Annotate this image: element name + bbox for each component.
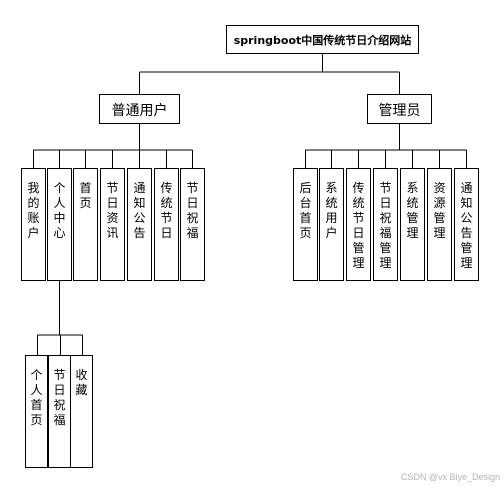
branch-user-box: [99, 94, 180, 124]
user-function-label: 节日资讯: [106, 181, 118, 240]
user-function-label: 传统节日: [160, 180, 172, 240]
user-function-node: 节日祝福: [180, 168, 205, 281]
branch-user: 普通用户: [99, 94, 180, 124]
admin-function-box: [454, 168, 479, 281]
branch-admin: 管理员: [367, 94, 432, 124]
admin-function-box: [427, 168, 452, 281]
root-node-box: [226, 25, 419, 54]
branch-user-label: 普通用户: [112, 102, 168, 119]
personal-center-function-node: 个人首页: [25, 355, 48, 468]
user-function-label: 我的账户: [27, 181, 39, 240]
admin-function-node: 后台首页: [293, 168, 318, 281]
user-function-node: 我的账户: [21, 168, 46, 281]
admin-function-node: 通知公告管理: [454, 168, 479, 281]
admin-function-box: [319, 168, 344, 281]
personal-center-function-label: 节日祝福: [53, 368, 65, 427]
admin-function-label: 节日祝福管理: [379, 181, 391, 270]
user-function-box: [154, 168, 179, 281]
user-function-box: [180, 168, 205, 281]
admin-function-node: 传统节日管理: [346, 168, 371, 281]
admin-function-label: 后台首页: [299, 181, 311, 240]
admin-function-label: 传统节日管理: [352, 180, 364, 270]
admin-function-node: 资源管理: [427, 168, 452, 281]
admin-function-node: 系统管理: [400, 168, 425, 281]
user-function-label: 节日祝福: [186, 181, 198, 240]
user-function-label: 个人中心: [53, 181, 65, 240]
personal-center-function-label: 收藏: [75, 368, 87, 397]
user-function-box: [73, 168, 98, 281]
admin-function-node: 系统用户: [319, 168, 344, 281]
user-function-node: 首页: [73, 168, 98, 281]
admin-function-nodes: 后台首页 系统用户 传统节日管理 节日祝福管理 系统管理 资源管理 通知公告管理: [293, 168, 479, 281]
user-function-node: 个人中心: [47, 168, 72, 281]
user-function-node: 节日资讯: [100, 168, 125, 281]
watermark: CSDN @vx Biye_Design: [400, 472, 500, 482]
user-function-node: 传统节日: [154, 168, 179, 281]
connector-lines: [33, 54, 467, 355]
personal-center-function-box: [70, 355, 93, 468]
user-function-box: [47, 168, 72, 281]
personal-center-function-label: 个人首页: [30, 368, 42, 427]
admin-function-box: [400, 168, 425, 281]
user-function-nodes: 我的账户 个人中心 首页 节日资讯 通知公告 传统节日 节日祝福: [21, 168, 205, 281]
admin-function-label: 系统管理: [406, 181, 418, 240]
branch-admin-label: 管理员: [379, 103, 421, 119]
admin-function-label: 系统用户: [325, 181, 337, 240]
admin-function-box: [373, 168, 398, 281]
personal-center-function-node: 节日祝福: [48, 355, 71, 468]
user-function-node: 通知公告: [127, 168, 152, 281]
admin-function-node: 节日祝福管理: [373, 168, 398, 281]
admin-function-box: [346, 168, 371, 281]
user-function-box: [100, 168, 125, 281]
root-node-label: springboot中国传统节日介绍网站: [234, 33, 412, 47]
user-function-label: 通知公告: [133, 181, 145, 240]
user-function-box: [21, 168, 46, 281]
branch-admin-box: [367, 94, 432, 124]
personal-center-function-node: 收藏: [70, 355, 93, 468]
admin-function-box: [293, 168, 318, 281]
admin-function-label: 通知公告管理: [460, 181, 472, 270]
root-node: springboot中国传统节日介绍网站: [226, 25, 419, 54]
user-function-box: [127, 168, 152, 281]
admin-function-label: 资源管理: [433, 181, 445, 240]
user-function-label: 首页: [79, 181, 91, 210]
personal-center-function-box: [25, 355, 48, 468]
